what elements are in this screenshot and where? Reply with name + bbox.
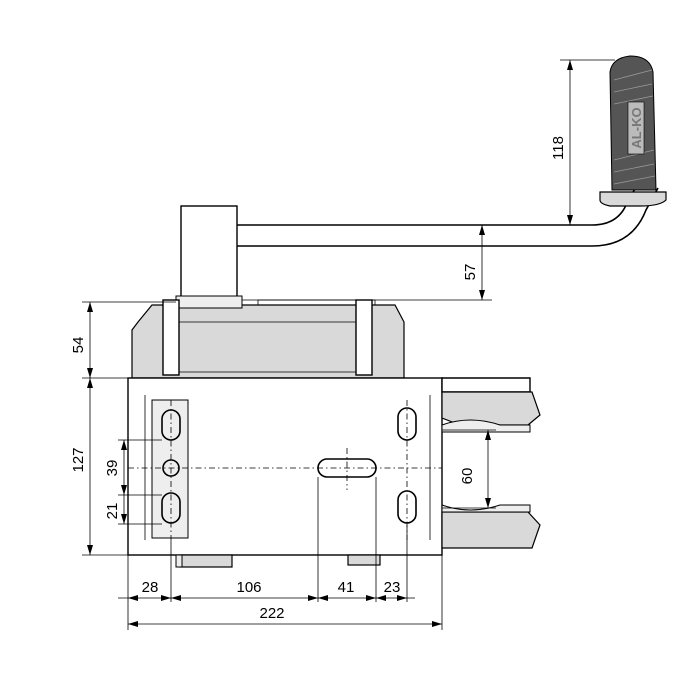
alko-logo-text: AL-KO xyxy=(629,107,644,148)
crank-arm xyxy=(237,177,659,247)
dim-57-label: 57 xyxy=(462,264,479,281)
grip-ridges xyxy=(613,69,656,185)
housing-strap-left xyxy=(162,299,180,376)
slot-right-top xyxy=(397,407,417,441)
dim-54-label: 54 xyxy=(70,337,87,354)
dimension-labels: 118 57 54 127 39 21 60 28 106 41 23 222 xyxy=(70,136,567,622)
dim-60-label: 60 xyxy=(459,468,476,485)
mounting-plate xyxy=(127,377,443,556)
dim-28-label: 28 xyxy=(142,579,159,596)
dim-106-label: 106 xyxy=(236,579,261,596)
grip-flange xyxy=(599,191,667,207)
dim-41-label: 41 xyxy=(338,579,355,596)
bottom-parts xyxy=(175,554,381,568)
dimension-lines xyxy=(82,59,615,630)
crank-shaft xyxy=(180,205,238,300)
left-guide xyxy=(151,399,189,539)
gear-housing xyxy=(131,295,405,379)
dim-39-label: 39 xyxy=(104,460,121,477)
side-bracket xyxy=(441,377,541,549)
dim-21-label: 21 xyxy=(104,503,121,520)
dim-222-label: 222 xyxy=(259,605,284,622)
housing-top-cap xyxy=(175,295,243,309)
dim-118-label: 118 xyxy=(550,136,567,160)
housing-strap-right xyxy=(355,299,373,376)
crank-handle: AL-KO xyxy=(180,55,667,300)
alko-logo: AL-KO xyxy=(627,101,645,155)
dim-127-label: 127 xyxy=(70,447,87,472)
dim-23-label: 23 xyxy=(384,579,401,596)
